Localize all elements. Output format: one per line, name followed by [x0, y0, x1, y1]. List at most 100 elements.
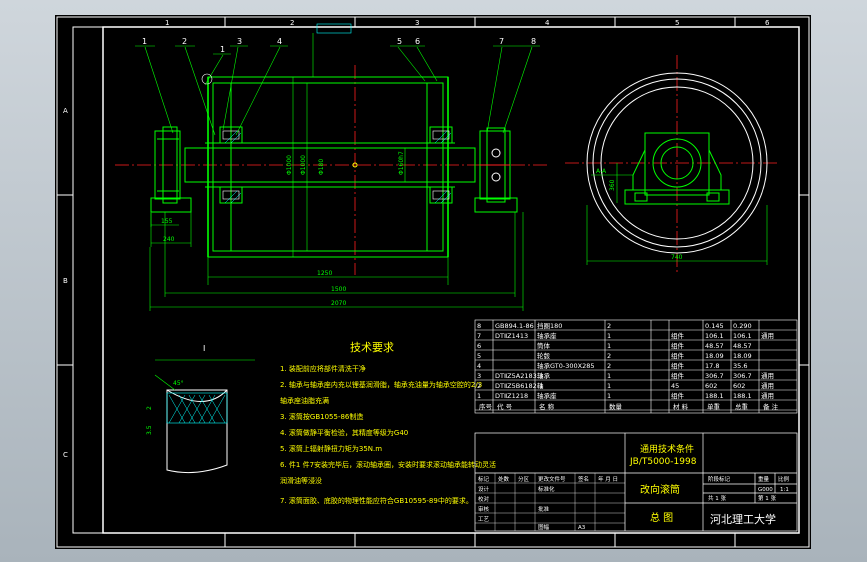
bom-cell: 轴承GT0-300X285	[537, 361, 595, 370]
bearing-hatch	[224, 130, 452, 204]
bom-cell: 1	[477, 392, 481, 400]
detail-dim-a: 2	[146, 406, 153, 410]
bom-cell: 组件	[671, 361, 685, 370]
zone-top-4: 4	[545, 19, 550, 27]
zone-top-6: 6	[765, 19, 770, 27]
bom-cell: 2	[607, 362, 611, 370]
sheet-frame	[56, 16, 810, 548]
weight-label: 重量	[758, 475, 770, 483]
bom-cell: 45	[671, 382, 679, 390]
bom-cell: 轴	[537, 381, 544, 390]
std-code: JB/T5000-1998	[629, 457, 697, 467]
tech-item-2b: 轴承座油脂充满	[280, 396, 329, 405]
scale-label: 比例	[778, 475, 790, 483]
mark-label-2: 处数	[498, 475, 510, 483]
bom-cell: 1	[607, 342, 611, 350]
bom-cell: 106.1	[733, 332, 752, 340]
school-name: 河北理工大学	[710, 512, 776, 526]
bom-cell: 188.1	[733, 392, 752, 400]
bom-cell: DTⅡZ1218	[495, 392, 528, 400]
dim-inner-dia: Φ1000	[300, 155, 307, 175]
balloon-2: 2	[182, 37, 187, 46]
std-label: 标准化	[538, 485, 555, 493]
dim-bearing-dia: Φ160h7	[398, 151, 405, 175]
bom-cell: 188.1	[705, 392, 724, 400]
bom-cell: 通用	[761, 391, 774, 400]
format-label: 图幅	[538, 523, 550, 531]
dim-drum-dia: Φ1000	[286, 155, 293, 175]
bom-cell: 挡圈180	[537, 321, 562, 330]
tech-item-2: 2. 轴承与轴承座内充以锂基润滑脂，轴承充油量为轴承空腔的2/3	[280, 380, 482, 389]
side-view: 360 A-A 740	[565, 55, 780, 275]
sheet-total: 共 1 张	[708, 494, 726, 502]
bom-cell: 1	[607, 392, 611, 400]
tech-item-6b: 润滑油等浸没	[280, 476, 322, 485]
bom-cell: 组件	[671, 331, 685, 340]
mark-label-6: 年 月 日	[598, 475, 618, 483]
dim-side-width: 740	[671, 254, 683, 261]
bom-cell: 5	[477, 352, 481, 360]
detail-dim-b: 3.5	[146, 425, 153, 435]
bom-cell: 2	[607, 352, 611, 360]
zone-side-a: A	[63, 107, 68, 115]
dim-left-shaft: 240	[163, 236, 175, 243]
drawing-type: 总 图	[650, 511, 673, 524]
bom-cell: 602	[705, 382, 717, 390]
tech-item-1: 1. 装配前应将部件清洗干净	[280, 364, 366, 373]
bom-cell: GB894.1-86	[495, 322, 534, 330]
bom-cell: 通用	[761, 381, 774, 390]
balloon-1: 1	[142, 37, 147, 46]
role-check: 校对	[478, 495, 490, 503]
bom-cell: 8	[477, 322, 481, 330]
drawing-name: 改向滚筒	[640, 483, 680, 496]
bom-cell: 组件	[671, 341, 685, 350]
dim-len-inner: 1250	[317, 270, 332, 277]
bom-cell: DTⅡZ1413	[495, 332, 528, 340]
dim-side-height: 360	[609, 179, 616, 191]
dim-len-drum: 1500	[331, 286, 346, 293]
border-zone-labels: 1 2 3 4 5 6 A B C	[63, 19, 770, 459]
bom-cell: 3	[477, 372, 481, 380]
scale-value: 1:1	[780, 487, 789, 493]
balloon-circle	[201, 73, 213, 85]
std-title: 通用技术条件	[640, 443, 694, 455]
bom-cell: 17.8	[705, 362, 719, 370]
role-review: 审核	[478, 505, 490, 513]
tech-item-5: 5. 滚筒上辐射静扭力矩为35N.m	[280, 444, 382, 453]
tech-item-3: 3. 滚筒按GB1055-86制造	[280, 412, 363, 421]
bom-cell: 18.09	[733, 352, 752, 360]
bom-cell: 18.09	[705, 352, 724, 360]
bom-cell: 组件	[671, 371, 685, 380]
bom-cell: 7	[477, 332, 481, 340]
technical-requirements: 技术要求 1. 装配前应将部件清洗干净 2. 轴承与轴承座内充以锂基润滑脂，轴承…	[280, 341, 496, 505]
main-section-view: 1 2 1 3 4 5 6 7 8 Φ1000 Φ1000 Φ160h7 Φ18…	[115, 23, 550, 311]
bom-cell: DTⅡZ5A2183.3	[495, 372, 543, 380]
balloon-3: 3	[237, 37, 242, 46]
mark-label-1: 标记	[478, 475, 490, 483]
bom-cell: 35.6	[733, 362, 747, 370]
cad-viewport: 1 2 3 4 5 6 A B C	[55, 15, 811, 549]
dim-side-label: A-A	[596, 168, 607, 175]
zone-top-2: 2	[290, 19, 294, 27]
balloon-8: 8	[531, 37, 536, 46]
mark-label-5: 签名	[578, 475, 589, 483]
geometric-tolerance-frame	[316, 23, 352, 34]
bom-cell: 轮毂	[537, 351, 551, 360]
bom-cell: 0.290	[733, 322, 752, 330]
bom-cell: 0.145	[705, 322, 724, 330]
bom-header: 材 料	[673, 402, 689, 411]
bom-header: 总重	[735, 402, 749, 411]
bom-header: 代 号	[497, 402, 513, 411]
balloon-5: 5	[397, 37, 402, 46]
bom-cell: 106.1	[705, 332, 724, 340]
bearing-housing-right	[474, 127, 518, 213]
balloon-7: 7	[499, 37, 504, 46]
bom-cell: 组件	[671, 391, 685, 400]
balloon-1b: 1	[220, 45, 225, 54]
dim-len-total: 2070	[331, 300, 346, 307]
bom-cell: 组件	[671, 351, 685, 360]
bom-cell: 48.57	[733, 342, 752, 350]
bom-cell: 2	[607, 322, 611, 330]
bom-cell: 轴承座	[537, 391, 557, 400]
